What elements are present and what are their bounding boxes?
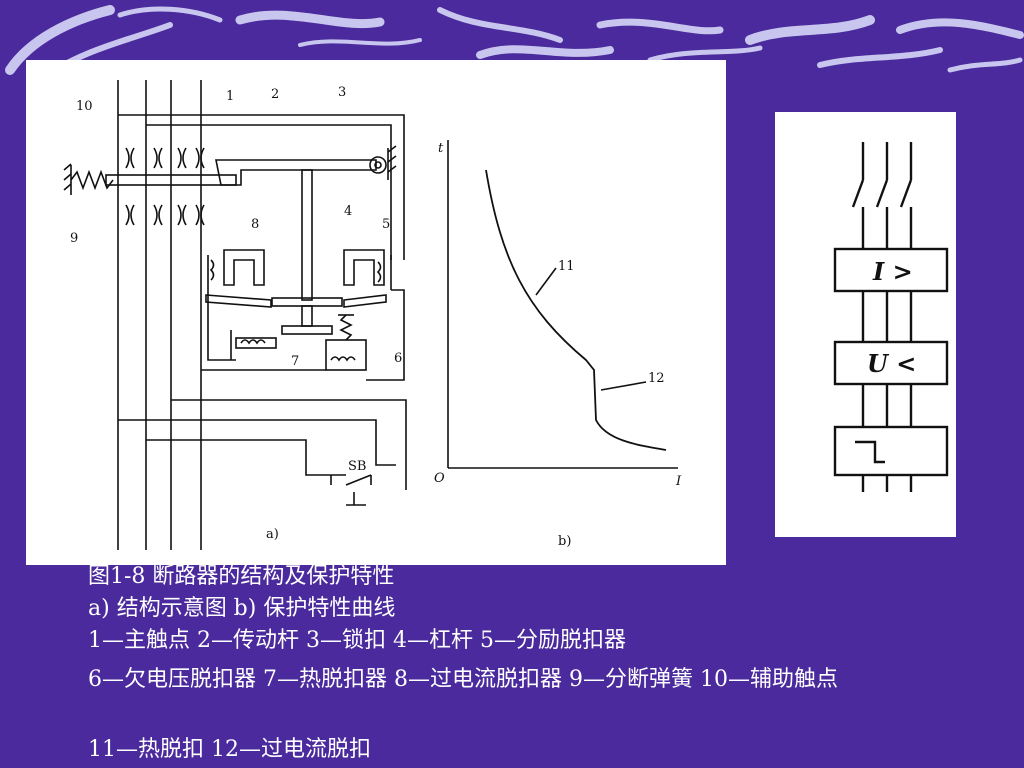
overcurrent-symbol: I >: [872, 257, 913, 286]
figure-caption-legend: 1—主触点 2—传动杆 3—锁扣 4—杠杆 5—分励脱扣器: [12, 625, 1012, 657]
axis-t-label: t: [438, 141, 444, 156]
break-spring: [70, 169, 114, 191]
shunt-trip: [343, 249, 385, 286]
panel-b-label: b): [558, 534, 571, 549]
main-contacts-lower: [125, 204, 205, 226]
figure-caption-subtitle: a) 结构示意图 b) 保护特性曲线: [12, 593, 1012, 625]
part-label-2: 2: [271, 87, 279, 102]
undervoltage-spring: [339, 314, 353, 341]
overcurrent-relay-box: [833, 247, 949, 293]
undervoltage-symbol: U <: [867, 349, 916, 378]
part-label-9: 9: [70, 231, 78, 246]
protection-curve: [485, 169, 667, 451]
curve-label-11: 11: [558, 259, 575, 274]
figure-caption-title: 图1-8 断路器的结构及保护特性: [12, 561, 1012, 593]
breaker-structure-figure: 10 1 2 3 4 5 6 7 8 9 SB a) 11 12 t O I b…: [26, 60, 726, 565]
sb-label: SB: [348, 459, 366, 474]
part-label-8: 8: [251, 217, 259, 232]
caption-line-1: 图1-8 断路器的结构及保护特性: [88, 564, 395, 589]
curve-label-12: 12: [648, 371, 665, 386]
part-label-1: 1: [226, 89, 234, 104]
caption-line-3: 1—主触点 2—传动杆 3—锁扣 4—杠杆 5—分励脱扣器: [88, 628, 626, 653]
main-contacts-upper: [125, 147, 205, 169]
undervoltage-trip: [325, 339, 367, 371]
part-label-5: 5: [382, 217, 390, 232]
figure-caption-legend: 11—热脱扣 12—过电流脱扣: [12, 734, 1012, 766]
part-label-4: 4: [344, 204, 352, 219]
part-label-3: 3: [338, 85, 346, 100]
label-leader-12: [600, 381, 647, 391]
thermal-symbol: [855, 440, 885, 464]
figure-caption-legend: 6—欠电压脱扣器 7—热脱扣器 8—过电流脱扣器 9—分断弹簧 10—辅助触点: [12, 664, 1012, 696]
overcurrent-trip: [223, 249, 265, 286]
lever: [301, 169, 313, 301]
caption-line-5: 11—热脱扣 12—过电流脱扣: [88, 737, 371, 762]
overcurrent-armature: [205, 294, 272, 308]
caption-line-2: a) 结构示意图 b) 保护特性曲线: [88, 596, 396, 621]
thermal-relay-box: [833, 425, 949, 477]
breaker-symbol-figure: I > U <: [775, 112, 956, 537]
latch: [215, 159, 377, 186]
undervoltage-relay-box: [833, 340, 949, 386]
caption-line-4: 6—欠电压脱扣器 7—热脱扣器 8—过电流脱扣器 9—分断弹簧 10—辅助触点: [88, 667, 838, 692]
axis-origin-label: O: [434, 471, 445, 486]
latch-pivot: [369, 156, 387, 174]
transmission-rod: [105, 174, 237, 186]
part-label-6: 6: [394, 351, 402, 366]
thermal-trip: [235, 337, 277, 349]
part-label-7: 7: [291, 354, 299, 369]
axis-i-label: I: [675, 474, 682, 489]
shunt-armature: [343, 294, 387, 308]
label-leader-11: [535, 267, 557, 296]
panel-a-label: a): [266, 527, 279, 542]
part-label-10: 10: [76, 99, 93, 114]
